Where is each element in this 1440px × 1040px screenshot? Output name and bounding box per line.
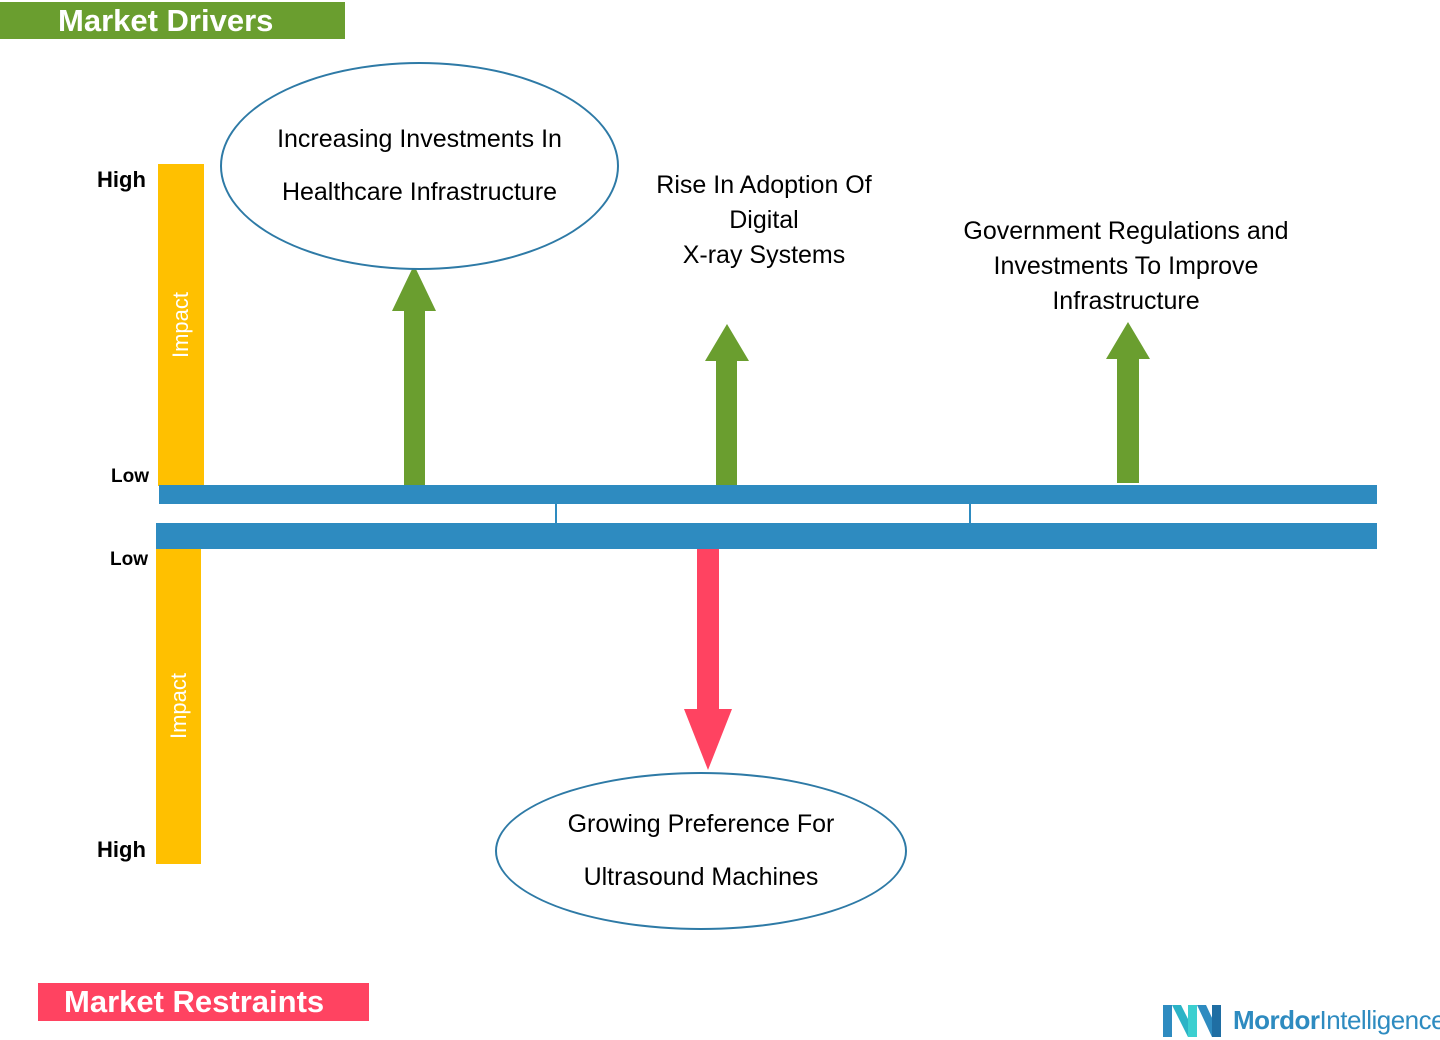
driver-arrow-1: [392, 265, 436, 485]
market-drivers-banner: Market Drivers: [0, 2, 345, 39]
driver-ellipse-1: Increasing Investments In Healthcare Inf…: [220, 62, 619, 270]
restraint-arrow-1: [684, 549, 732, 770]
top-axis-low-label: Low: [111, 466, 149, 487]
driver-arrow-3: [1106, 322, 1150, 483]
driver-label-2: Rise In Adoption Of Digital X-ray System…: [656, 171, 872, 269]
mordor-intelligence-logo: MordorIntelligence: [1163, 1000, 1440, 1040]
logo-word-intelligence: Intelligence: [1319, 1004, 1440, 1035]
top-impact-axis: Impact: [158, 164, 204, 486]
drivers-baseline-bar: [159, 485, 1377, 504]
bottom-axis-high-label: High: [97, 837, 146, 862]
restraint-label-1: Growing Preference For Ultrasound Machin…: [567, 810, 835, 891]
bottom-impact-axis: Impact: [156, 548, 201, 864]
logo-word-mordor: Mordor: [1233, 1004, 1320, 1035]
restraint-ellipse-1: Growing Preference For Ultrasound Machin…: [495, 772, 907, 930]
restraints-baseline-bar: [156, 523, 1377, 549]
mordor-intelligence-logo-icon: [1163, 1005, 1221, 1037]
top-axis-high-label: High: [97, 167, 146, 192]
bottom-axis-low-label: Low: [110, 549, 148, 570]
driver-label-3: Government Regulations and Investments T…: [963, 217, 1289, 315]
timeline-tick: [555, 504, 557, 524]
market-restraints-banner: Market Restraints: [38, 983, 369, 1021]
timeline-tick: [969, 504, 971, 524]
driver-arrow-2: [705, 324, 749, 485]
driver-label-1: Increasing Investments In Healthcare Inf…: [277, 125, 562, 206]
